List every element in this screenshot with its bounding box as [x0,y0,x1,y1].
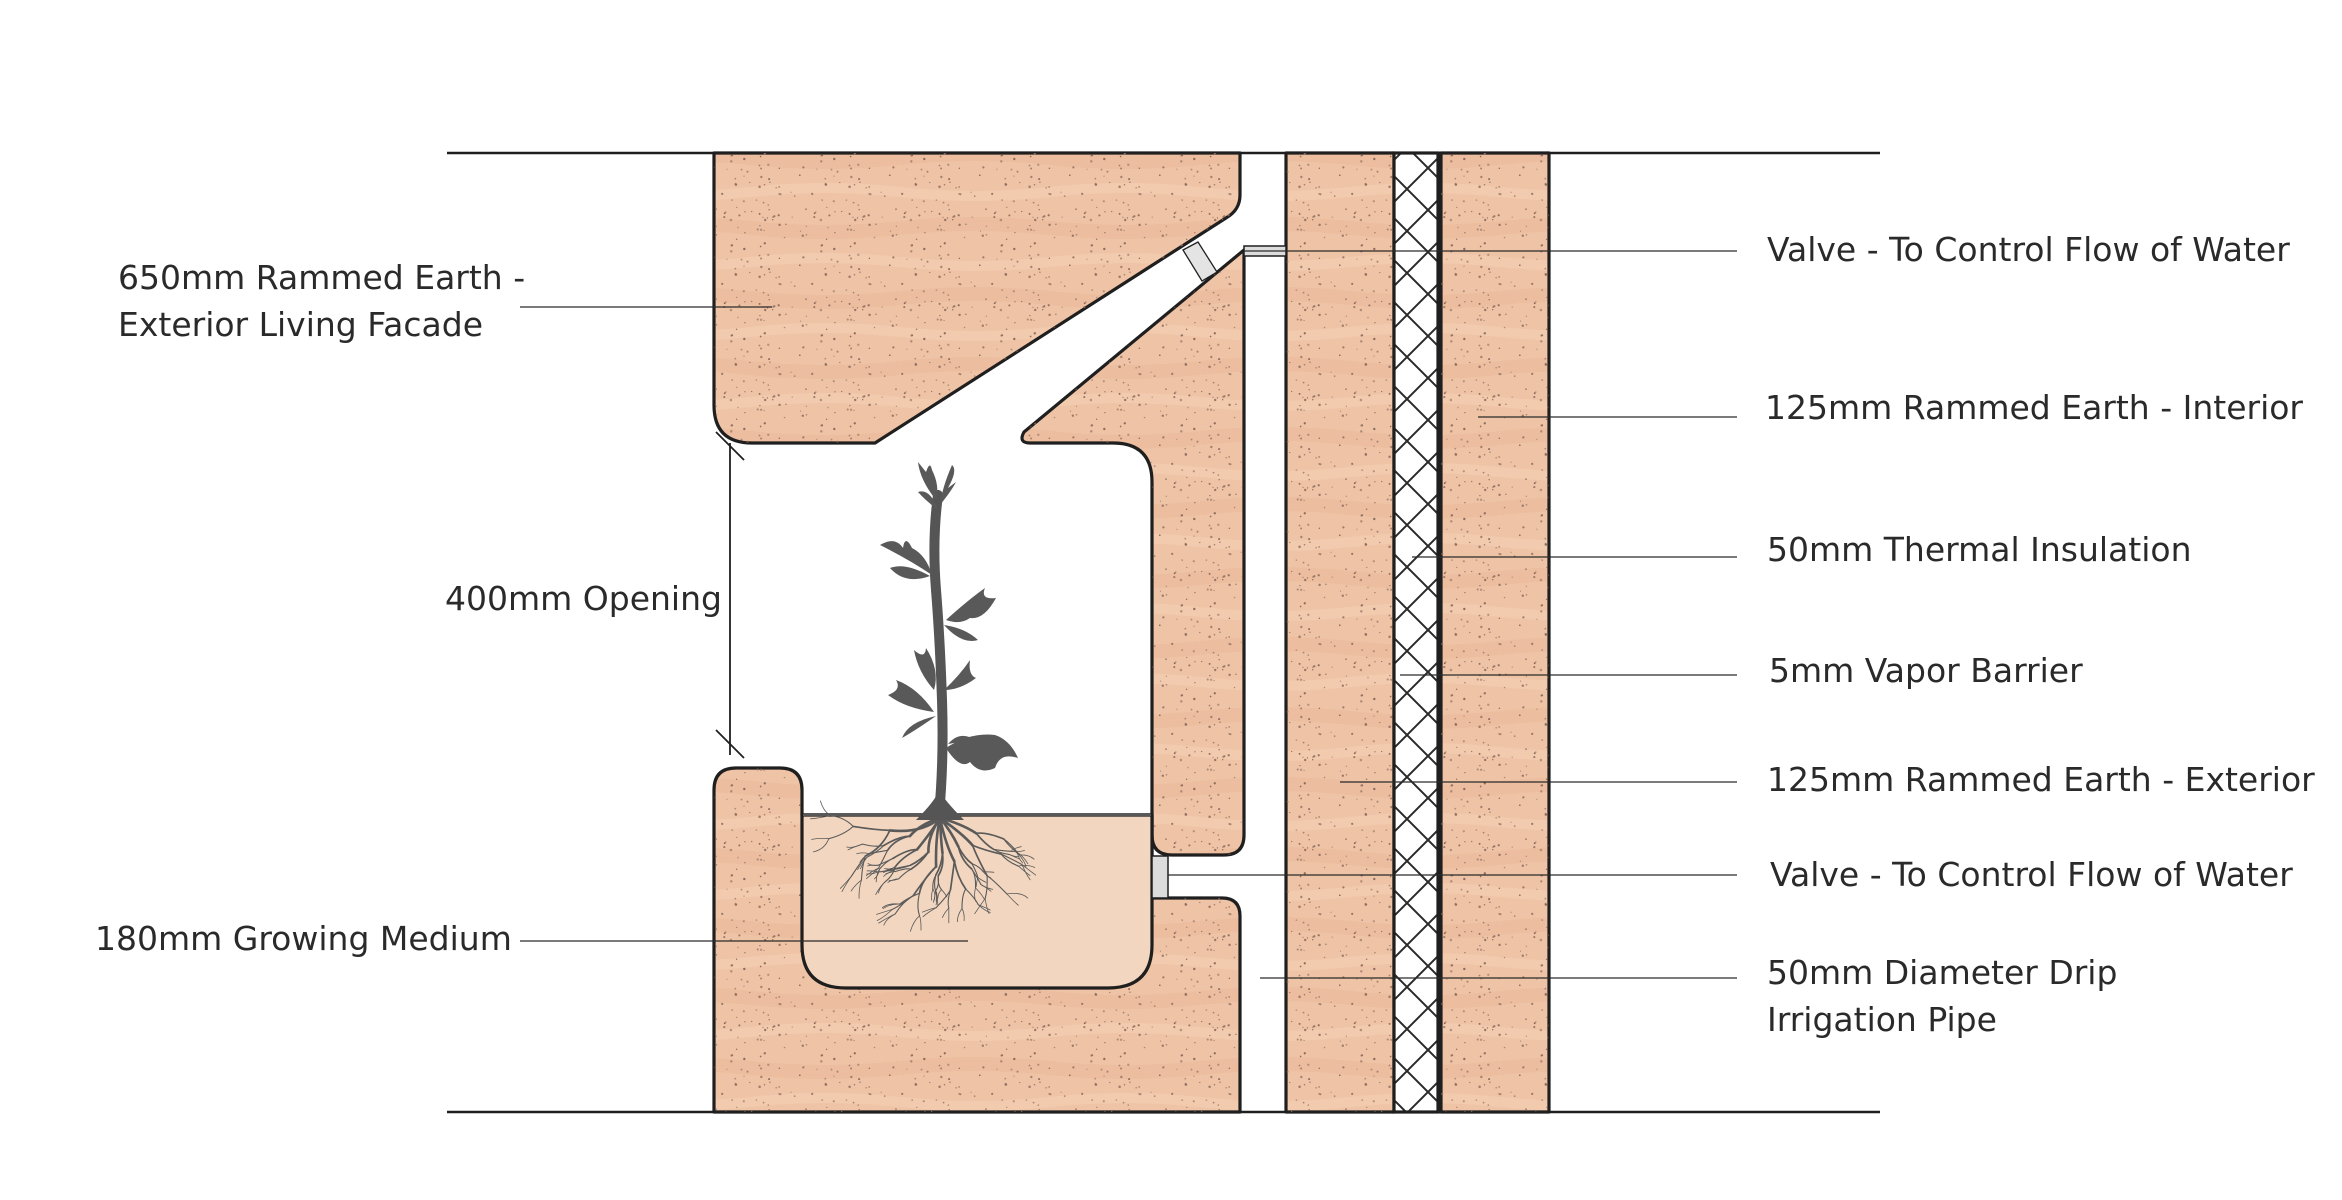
opening-dimension [715,431,745,759]
label-interior-earth: 125mm Rammed Earth - Interior [1765,388,2303,427]
thermal-insulation-layer [1392,151,1440,1114]
valve-bottom [1151,855,1169,899]
label-vapor-barrier: 5mm Vapor Barrier [1769,651,2083,690]
label-insulation: 50mm Thermal Insulation [1767,530,2192,569]
label-opening: 400mm Opening [445,579,722,618]
label-pipe-line1: 50mm Diameter Drip [1767,953,2117,992]
label-facade-line2: Exterior Living Facade [118,305,483,344]
label-pipe-line2: Irrigation Pipe [1767,1000,1997,1039]
facade-upper-block [712,151,1242,445]
facade-inner-block [1020,248,1246,857]
label-facade-line1: 650mm Rammed Earth - [118,258,525,297]
plant-with-roots-icon [810,462,1037,932]
label-valve-bottom: Valve - To Control Flow of Water [1770,855,2293,894]
label-exterior-earth: 125mm Rammed Earth - Exterior [1767,760,2315,799]
label-valve-top: Valve - To Control Flow of Water [1767,230,2290,269]
interior-earth-layer [1439,151,1551,1114]
label-growing-medium: 180mm Growing Medium [95,919,512,958]
exterior-earth-layer [1284,151,1396,1114]
